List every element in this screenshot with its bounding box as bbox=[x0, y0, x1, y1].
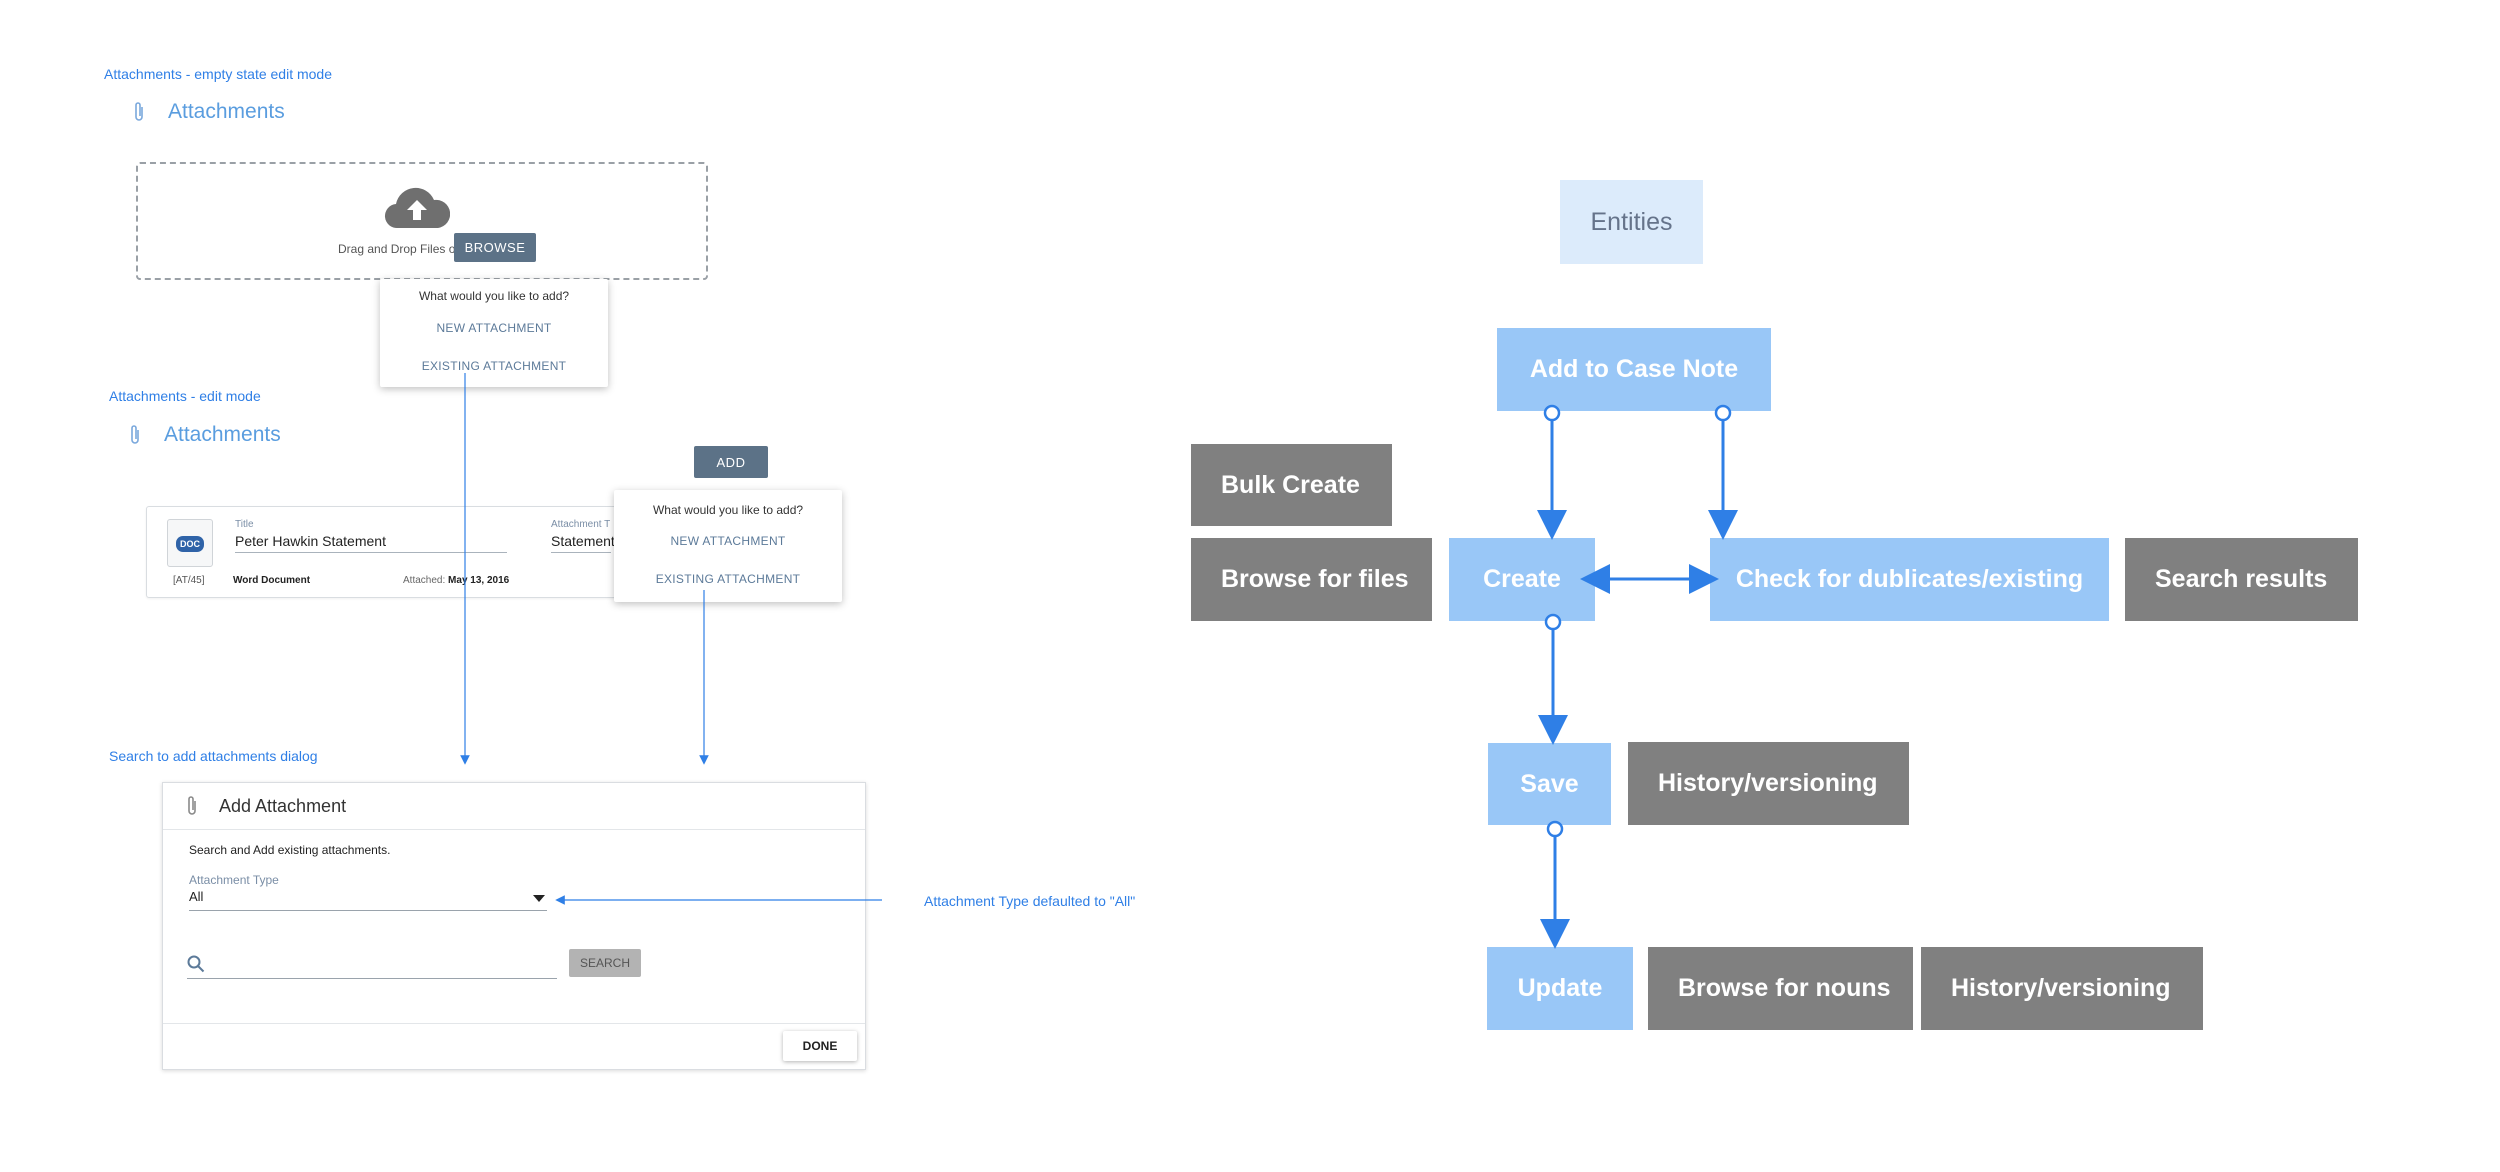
attachments-header-label: Attachments bbox=[164, 423, 281, 446]
add-attachment-dialog: Add Attachment Search and Add existing a… bbox=[162, 782, 866, 1070]
attachments-header-empty: Attachments bbox=[132, 100, 285, 124]
drop-text: Drag and Drop Files or bbox=[338, 242, 460, 256]
attachments-header-edit: Attachments bbox=[128, 423, 281, 447]
type-label: Attachment T bbox=[551, 519, 611, 530]
dialog-subtitle: Search and Add existing attachments. bbox=[189, 843, 391, 857]
chevron-down-icon bbox=[533, 895, 545, 902]
attached-date: Attached: May 13, 2016 bbox=[403, 575, 509, 586]
doc-badge: DOC bbox=[176, 536, 204, 552]
popup-question: What would you like to add? bbox=[652, 503, 804, 517]
title-value[interactable]: Peter Hawkin Statement bbox=[235, 533, 386, 549]
type-select-label: Attachment Type bbox=[189, 873, 279, 887]
dialog-divider-bottom bbox=[163, 1023, 865, 1024]
title-label: Title bbox=[235, 519, 254, 530]
node-history-versioning-2: History/versioning bbox=[1921, 947, 2203, 1030]
paperclip-icon bbox=[131, 425, 139, 444]
attachment-card[interactable]: DOC Title Peter Hawkin Statement Attachm… bbox=[146, 506, 626, 598]
mockup-connectors bbox=[460, 373, 882, 905]
node-search-results: Search results bbox=[2125, 538, 2358, 621]
browse-button[interactable]: BROWSE bbox=[454, 233, 536, 262]
add-choice-popup-2: What would you like to add? NEW ATTACHME… bbox=[614, 490, 842, 602]
dialog-divider-top bbox=[163, 829, 865, 830]
paperclip-icon bbox=[188, 796, 196, 815]
doc-type: Word Document bbox=[233, 575, 311, 586]
annotation-edit-mode: Attachments - edit mode bbox=[109, 388, 261, 404]
annotation-search-dialog: Search to add attachments dialog bbox=[109, 748, 318, 764]
node-create: Create bbox=[1449, 538, 1595, 621]
search-button[interactable]: SEARCH bbox=[569, 949, 641, 977]
type-select-value: All bbox=[189, 889, 204, 904]
node-entities: Entities bbox=[1560, 180, 1703, 264]
add-button[interactable]: ADD bbox=[694, 446, 768, 478]
node-add-to-case-note: Add to Case Note bbox=[1497, 328, 1771, 411]
paperclip-icon bbox=[135, 102, 143, 121]
type-select[interactable]: All bbox=[189, 889, 547, 911]
type-value[interactable]: Statement bbox=[551, 533, 615, 549]
dialog-title: Add Attachment bbox=[219, 796, 347, 816]
node-save: Save bbox=[1488, 743, 1611, 825]
annotation-empty-state: Attachments - empty state edit mode bbox=[104, 66, 332, 82]
attached-label: Attached: bbox=[403, 575, 446, 586]
title-underline bbox=[235, 552, 507, 553]
attached-date-value: May 13, 2016 bbox=[448, 575, 510, 586]
done-button[interactable]: DONE bbox=[783, 1031, 857, 1061]
node-update: Update bbox=[1487, 947, 1633, 1030]
cloud-upload-icon bbox=[385, 187, 450, 229]
attachments-header-label: Attachments bbox=[168, 100, 285, 123]
doc-thumbnail: DOC bbox=[167, 519, 213, 567]
type-underline bbox=[551, 552, 611, 553]
search-icon bbox=[187, 955, 205, 973]
search-input[interactable] bbox=[187, 978, 557, 979]
existing-attachment-option[interactable]: EXISTING ATTACHMENT bbox=[421, 359, 567, 373]
popup-question: What would you like to add? bbox=[418, 289, 570, 303]
type-select-underline bbox=[189, 910, 547, 911]
add-choice-popup: What would you like to add? NEW ATTACHME… bbox=[380, 279, 608, 387]
new-attachment-option[interactable]: NEW ATTACHMENT bbox=[670, 534, 786, 548]
node-history-versioning-1: History/versioning bbox=[1628, 742, 1909, 825]
new-attachment-option[interactable]: NEW ATTACHMENT bbox=[436, 321, 552, 335]
existing-attachment-option[interactable]: EXISTING ATTACHMENT bbox=[655, 572, 801, 586]
node-bulk-create: Bulk Create bbox=[1191, 444, 1392, 526]
annotation-type-default: Attachment Type defaulted to "All" bbox=[924, 893, 1136, 909]
node-browse-for-files: Browse for files bbox=[1191, 538, 1432, 621]
attachment-ref: [AT/45] bbox=[173, 575, 205, 586]
node-browse-for-nouns: Browse for nouns bbox=[1648, 947, 1913, 1030]
node-check-duplicates: Check for dublicates/existing bbox=[1710, 538, 2109, 621]
